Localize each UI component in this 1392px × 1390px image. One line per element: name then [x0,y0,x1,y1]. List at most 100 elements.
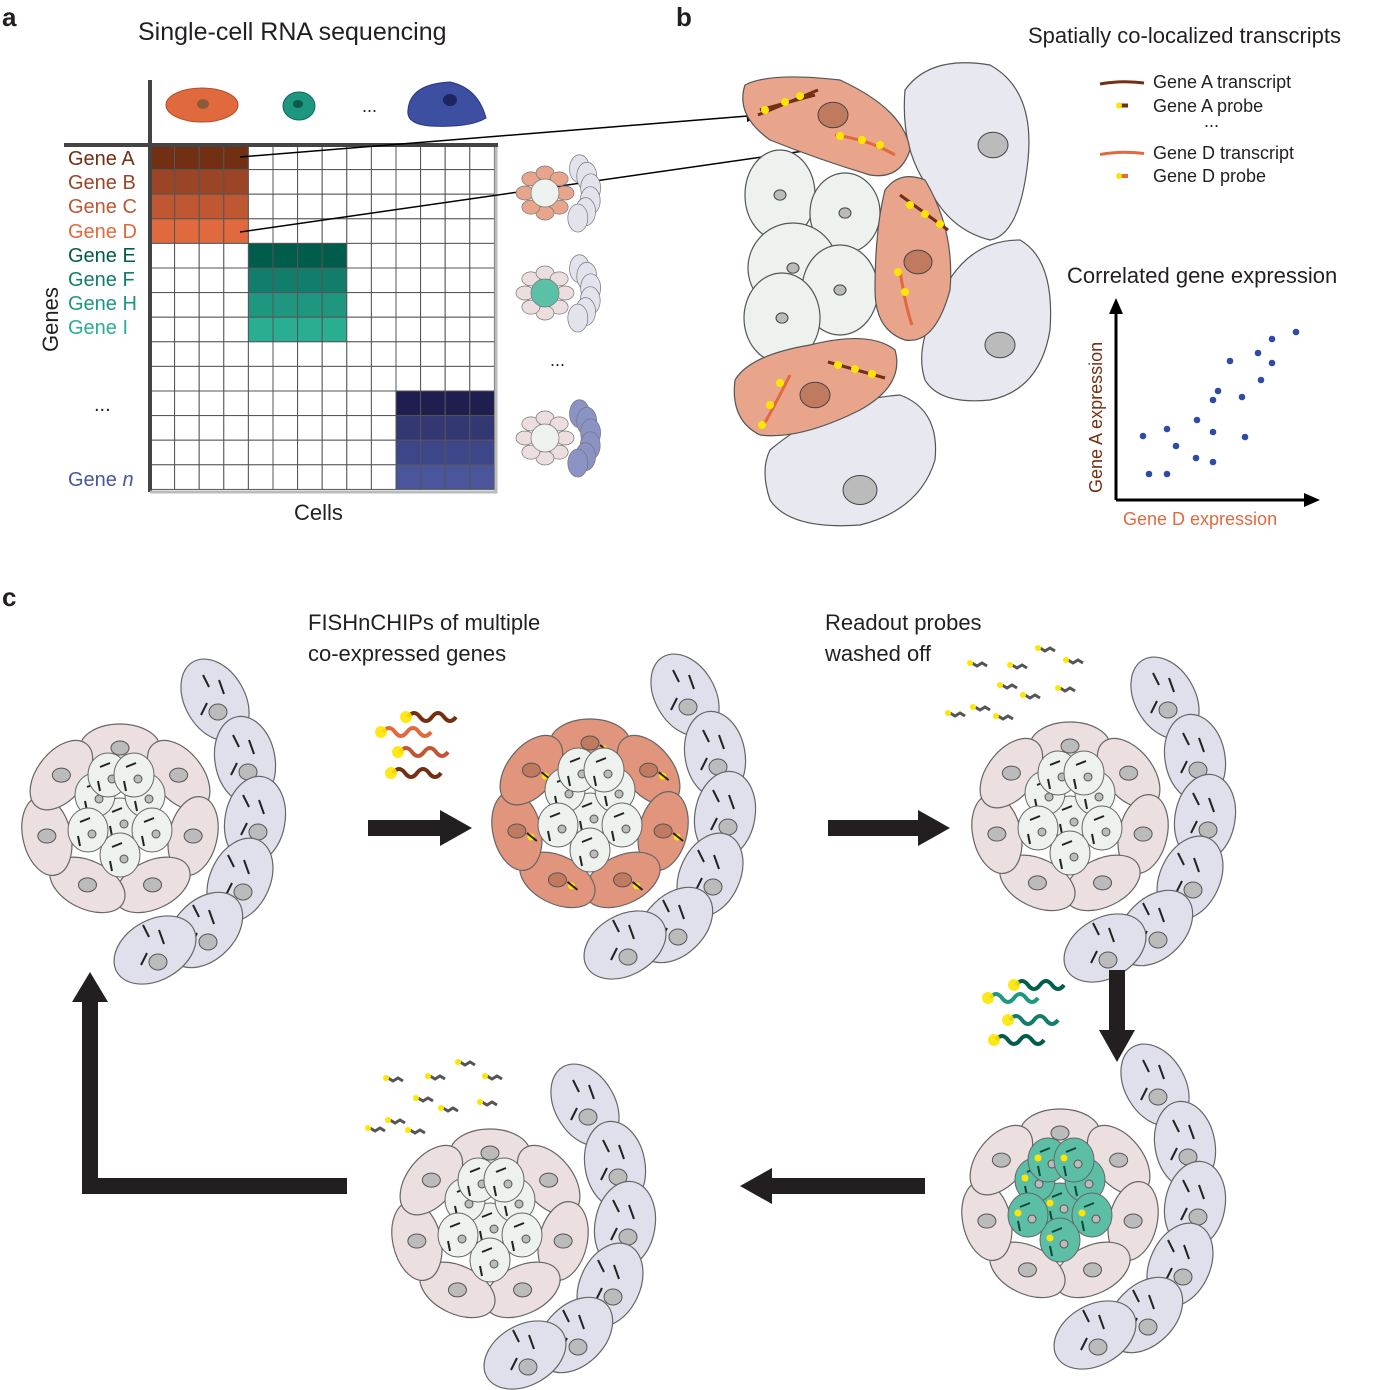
heatmap-cell [444,169,471,195]
scatter-point [1268,359,1276,367]
nucleus [233,883,253,901]
washed-probe [486,1074,503,1081]
stem-cell [1063,750,1105,796]
transcript-mark [526,832,538,842]
step2-line1: Readout probes [825,610,982,635]
step2-line2: washed off [825,641,932,666]
transcript-marks [200,674,225,716]
heatmap-cell [247,144,274,171]
washed-probe [387,1076,404,1083]
nucleus [1060,738,1080,754]
heatmap-cell [272,390,299,417]
core-cells [530,278,560,308]
heatmap-cell [420,464,446,490]
purple-cell [113,915,197,985]
probe-glow [392,746,404,758]
purple-cell [921,239,1052,402]
transcript-marks [1073,760,1087,790]
heatmap-cell [223,316,249,343]
probe-dot [836,132,844,140]
transcript-marks [1027,815,1041,845]
scatter-point [1254,349,1262,357]
heatmap-cell [247,267,274,294]
cells-axis-label: Cells [294,500,343,525]
heatmap-cell [469,144,495,171]
nucleus [977,1213,997,1229]
readout-probe [406,711,458,723]
heatmap-cell [149,169,176,195]
heatmap-cell [149,415,176,441]
purple-cell [1053,1300,1137,1370]
heatmap-cell [370,193,397,220]
transcript-marks [610,1199,635,1241]
heatmap-cell [247,218,274,244]
nucleus [119,819,129,829]
heatmap-cell [174,267,200,294]
transcript-marks [1090,922,1115,964]
probe-dot [894,268,902,276]
heatmap-cell [469,464,495,490]
stem-cell [537,802,579,848]
scatter-point [1209,428,1217,436]
heatmap-cell [395,316,422,343]
heatmap-cell [444,218,471,244]
heatmap-cell [420,390,446,417]
heatmap-cell [444,292,471,318]
nucleus [1091,1214,1101,1224]
stem-cell [583,747,625,793]
nucleus [480,1145,500,1161]
heatmap-cell [223,464,249,490]
heatmap-cell [223,415,249,441]
legend-entry: Gene A transcript [1153,72,1292,92]
heatmap-cell [469,316,495,343]
probe-dot [477,1099,483,1105]
tissue-cluster [971,656,1237,983]
nucleus [183,828,203,844]
probe-dot [868,370,876,378]
stem-cell [483,1157,525,1203]
probe-dot [776,379,784,387]
heatmap-cell [420,365,446,392]
heatmap-cell [149,267,176,294]
probe-dot [1020,692,1026,698]
transcript-marks [1037,1147,1051,1177]
transcript-marks [611,812,625,842]
probe-dot [834,361,842,369]
nucleus [1101,827,1111,837]
stem-cell [67,807,109,853]
transcript [898,269,914,326]
heatmap-cell [346,464,372,490]
heatmap-cell [198,341,225,367]
transcript-marks [579,802,593,832]
nucleus [144,794,154,804]
transcript-mark [672,832,684,842]
nucleus [613,872,633,888]
legend-probe-dot [1116,102,1122,109]
heatmap-cell [395,365,422,392]
heatmap-cell [321,415,348,441]
nucleus [1158,701,1178,719]
nucleus [833,284,847,296]
transcript-marks [710,789,735,831]
nucleus [77,877,97,893]
cell-nucleus [443,94,457,106]
transcript-marks [1140,1059,1165,1101]
heatmap-cell [297,341,323,367]
transcript-marks [700,729,725,771]
heatmap-cell [321,341,348,367]
readout-probe [994,1034,1046,1046]
probe-dot [438,1105,444,1111]
heatmap-cell [469,365,495,392]
nucleus [578,1108,598,1126]
purple-cell [583,910,667,980]
nucleus [703,878,723,896]
heatmap-cell [223,292,249,318]
stem-cell [1053,1137,1095,1183]
heatmap-cell [346,415,372,441]
nucleus [977,131,1009,159]
heatmap-cell [370,267,397,294]
probe-dot [906,201,914,209]
nucleus [984,331,1016,359]
nucleus [1083,772,1093,782]
heatmap-cell [174,365,200,392]
